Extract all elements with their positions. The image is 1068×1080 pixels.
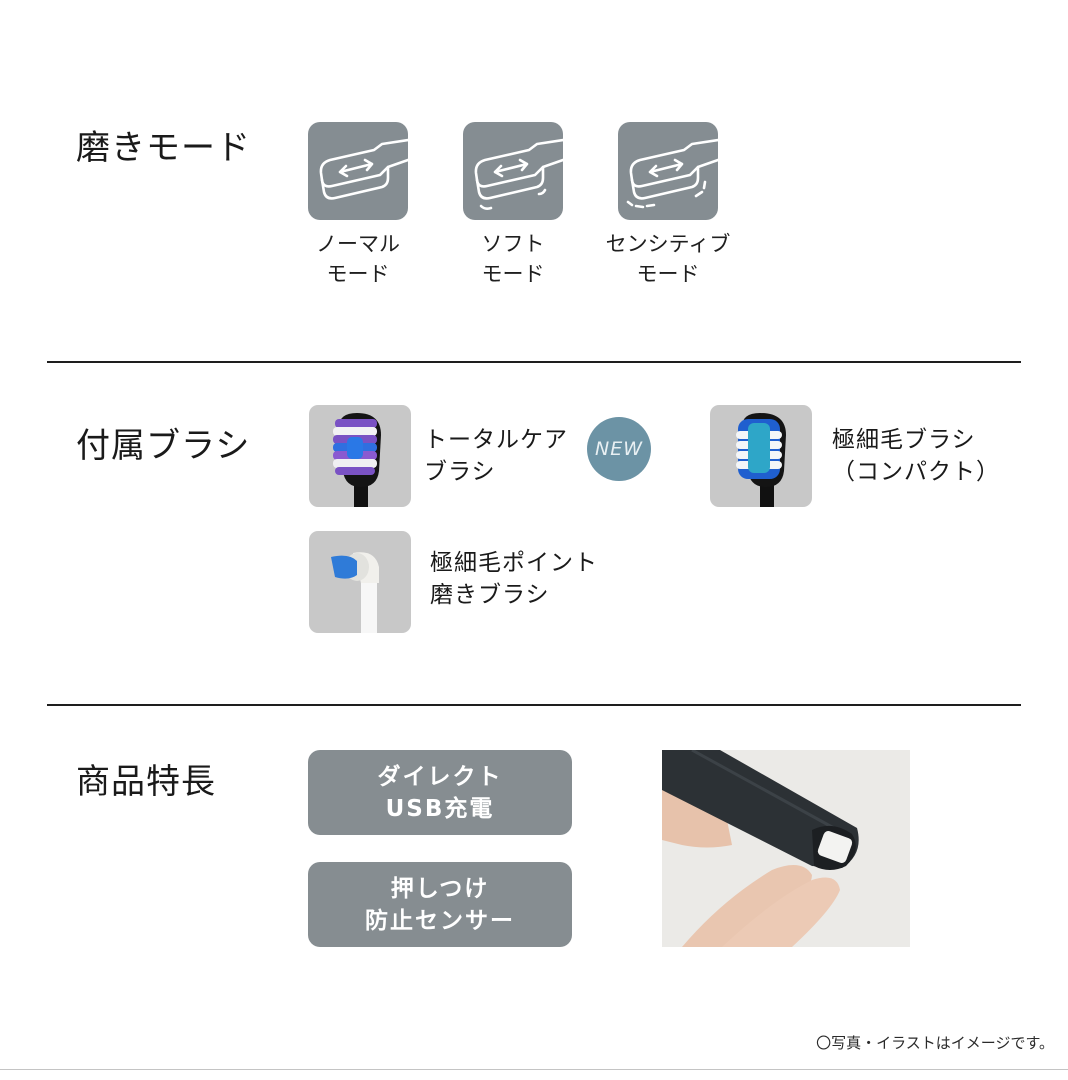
brush-label-line2: ブラシ [424,459,496,485]
feature-line1: ダイレクト [377,763,503,790]
mode-label-line1: ソフト [481,232,545,256]
feature-line2: USB充電 [385,795,495,822]
ultra-fine-compact-brush-image [710,405,812,507]
feature-direct-usb-charging: ダイレクト USB充電 [308,750,572,835]
section-title-features: 商品特長 [76,762,216,802]
mode-label-line2: モード [636,262,700,286]
mode-label-normal: ノーマル モード [288,229,428,289]
total-care-brush-image [309,405,411,507]
image-disclaimer: 〇写真・イラストはイメージです。 [816,1034,1054,1052]
brush-head-normal-icon [308,122,408,220]
point-brush-image [309,531,411,633]
brush-label-line2: 磨きブラシ [430,582,550,608]
brush-label-total-care: トータルケア ブラシ [424,424,568,488]
mode-label-sensitive: センシティブ モード [598,229,738,289]
brush-label-point: 極細毛ポイント 磨きブラシ [430,547,598,611]
mode-label-line2: モード [481,262,545,286]
section-divider [47,704,1021,706]
brush-head-soft-icon [463,122,563,220]
section-title-brushes: 付属ブラシ [76,426,251,466]
new-badge: NEW [587,417,651,481]
section-title-modes: 磨きモード [76,128,251,168]
feature-line2: 防止センサー [365,907,515,934]
section-divider [47,361,1021,363]
usb-charging-photo [662,750,910,947]
mode-label-line1: ノーマル [316,232,400,256]
feature-line1: 押しつけ [390,875,490,902]
brush-head-sensitive-icon [618,122,718,220]
brush-label-line2: （コンパクト） [832,459,1000,485]
mode-label-soft: ソフト モード [443,229,583,289]
brush-label-line1: 極細毛ブラシ [832,427,976,453]
bottom-border [0,1069,1068,1070]
brush-label-line1: トータルケア [424,427,568,453]
brush-label-line1: 極細毛ポイント [430,550,598,576]
mode-label-line2: モード [326,262,390,286]
brush-label-ultra-fine-compact: 極細毛ブラシ （コンパクト） [832,424,1000,488]
mode-label-line1: センシティブ [605,232,731,256]
feature-pressure-sensor: 押しつけ 防止センサー [308,862,572,947]
